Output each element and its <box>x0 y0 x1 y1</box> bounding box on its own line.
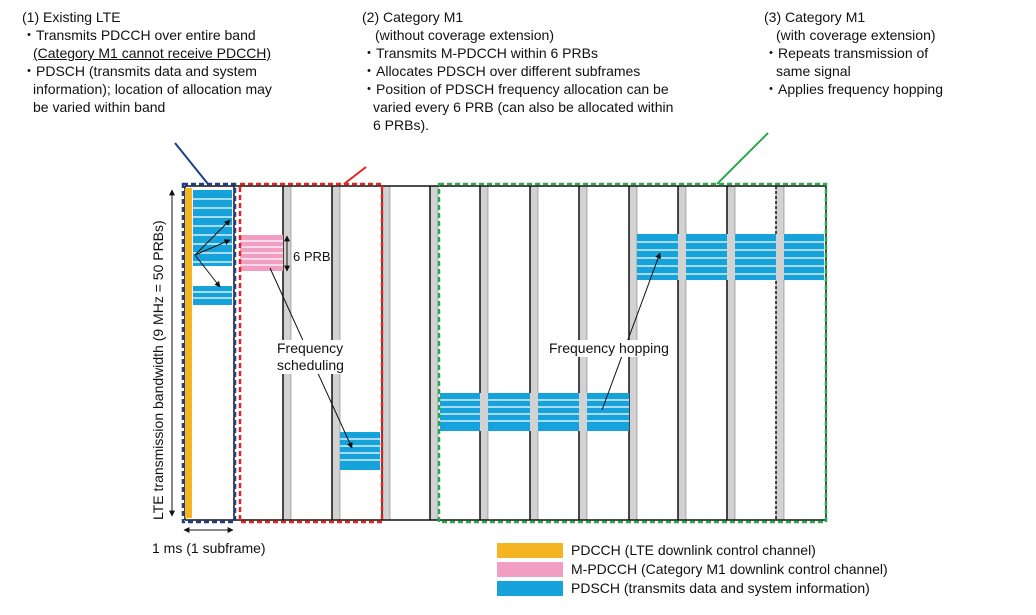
section-m1-heading: (2) Category M1 <box>362 9 464 25</box>
section-lte-line-5: be varied within band <box>33 99 166 115</box>
ce-box <box>437 182 828 524</box>
section-ce-heading: (3) Category M1 <box>764 9 866 25</box>
section-ce-line-1: (with coverage extension) <box>776 27 936 43</box>
mpdcch-block <box>240 235 283 271</box>
ce-pdsch-low <box>440 393 629 431</box>
legend-mpdcch: M-PDCCH (Category M1 downlink control ch… <box>497 561 888 577</box>
section-ce-line-3: same signal <box>776 63 851 79</box>
six-prb-label: 6 PRB <box>293 248 331 265</box>
m1-pdsch-block <box>340 432 380 470</box>
section-lte-line-4: information); location of allocation may <box>33 81 272 97</box>
pdcch-strip <box>185 188 192 518</box>
legend-pdsch-swatch <box>497 580 563 596</box>
lte-box <box>181 182 237 524</box>
freq-hopping-label: Frequency hopping <box>549 340 669 357</box>
section-m1-line-5: varied every 6 PRB (can also be allocate… <box>373 99 674 115</box>
legend-pdsch-label: PDSCH (transmits data and system informa… <box>571 580 870 596</box>
legend-pdcch: PDCCH (LTE downlink control channel) <box>497 542 816 558</box>
section-lte-line-1: ・Transmits PDCCH over entire band <box>22 27 256 43</box>
legend-pdcch-label: PDCCH (LTE downlink control channel) <box>571 542 816 558</box>
y-axis-label: LTE transmission bandwidth (9 MHz = 50 P… <box>150 220 166 520</box>
legend-pdcch-swatch <box>497 542 563 558</box>
section-m1-line-6: 6 PRBs). <box>373 117 430 133</box>
section-lte-line-3: ・PDSCH (transmits data and system <box>22 63 257 79</box>
section-m1-line-2: ・Transmits M-PDCCH within 6 PRBs <box>362 45 598 61</box>
section-m1-line-1: (without coverage extension) <box>375 27 554 43</box>
section-m1-line-4: ・Position of PDSCH frequency allocation … <box>362 81 669 97</box>
section-m1-line-3: ・Allocates PDSCH over different subframe… <box>362 63 641 79</box>
legend-mpdcch-swatch <box>497 561 563 577</box>
section-lte-heading: (1) Existing LTE <box>22 9 121 25</box>
section-ce-line-4: ・Applies frequency hopping <box>764 81 944 97</box>
legend-pdsch: PDSCH (transmits data and system informa… <box>497 580 870 596</box>
legend-mpdcch-label: M-PDCCH (Category M1 downlink control ch… <box>571 561 888 577</box>
section-lte-line-2: (Category M1 cannot receive PDCCH) <box>33 45 272 61</box>
x-axis-label: 1 ms (1 subframe) <box>152 540 266 556</box>
freq-scheduling-label-1: Frequency <box>277 340 344 357</box>
section-ce-line-2: ・Repeats transmission of <box>764 45 929 61</box>
freq-scheduling-label-2: scheduling <box>277 357 344 374</box>
